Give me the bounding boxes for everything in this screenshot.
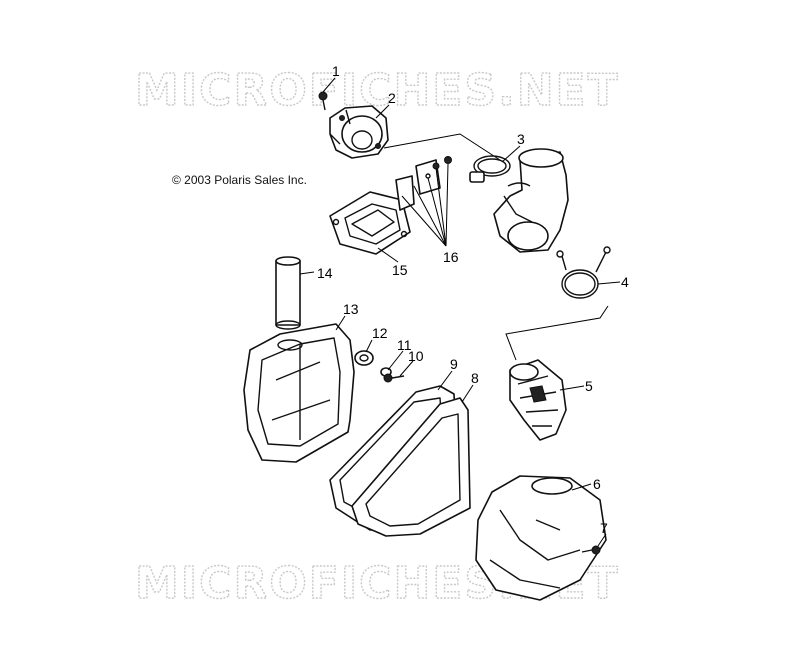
callout-3: 3 — [517, 131, 525, 147]
leader-lines — [299, 77, 621, 547]
part-2-valve-body — [329, 105, 389, 159]
callout-15: 15 — [392, 262, 408, 278]
callout-6: 6 — [593, 476, 601, 492]
assembly-line-2-3 — [383, 133, 501, 161]
part-12-grommet — [354, 350, 374, 366]
intake-elbow-boot — [493, 148, 569, 253]
callout-12: 12 — [372, 325, 388, 341]
callout-13: 13 — [343, 301, 359, 317]
watermark-top: MICROFICHES.NET — [135, 65, 620, 116]
callout-9: 9 — [450, 356, 458, 372]
callout-5: 5 — [585, 378, 593, 394]
callout-2: 2 — [388, 90, 396, 106]
part-5-intake-boot — [509, 359, 567, 441]
part-10-bolt — [383, 373, 405, 383]
callout-8: 8 — [471, 370, 479, 386]
part-16-hardware — [395, 156, 452, 211]
part-13-airbox — [243, 323, 355, 463]
callout-4: 4 — [621, 274, 629, 290]
callout-7: 7 — [600, 520, 608, 536]
callout-16: 16 — [443, 249, 459, 265]
callout-10: 10 — [408, 348, 424, 364]
part-7-screw — [581, 545, 601, 555]
assembly-line-4-5 — [505, 305, 609, 361]
part-14-tube — [275, 256, 301, 330]
part-6-lower-airbox — [475, 475, 607, 601]
callout-11: 11 — [397, 337, 412, 353]
callout-1: 1 — [332, 63, 340, 79]
part-3-hose-clamp — [469, 155, 511, 183]
part-8-filter — [351, 397, 471, 537]
copyright-text: © 2003 Polaris Sales Inc. — [172, 173, 307, 187]
part-4-clamp-ring — [556, 246, 611, 299]
part-15-reed-plate — [329, 191, 411, 255]
callout-14: 14 — [317, 265, 333, 281]
